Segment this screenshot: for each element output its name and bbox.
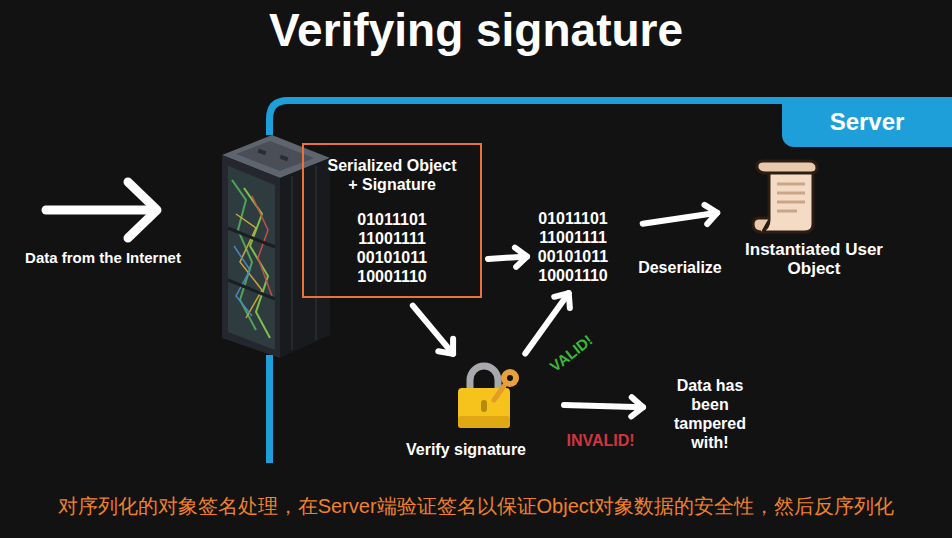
source-label: Data from the Internet [0,248,206,267]
binary-text: 01011101 11001111 00101011 10001110 [352,210,432,286]
edge-label-holder: INVALID! [566,431,634,450]
connector-line [413,306,453,354]
valid-label: VALID! [546,331,596,376]
connector [564,397,643,416]
step-label: Deserialize [638,258,722,277]
arrow-head [704,205,717,224]
shape-rect [258,149,267,155]
server-tab: Server [782,97,952,147]
shape-line [228,280,275,299]
shape-rect [280,155,289,161]
connector-line [564,405,643,407]
invalid-label: INVALID! [566,431,634,450]
edge-label-holder: Deserialize [638,258,722,277]
signed-object-box: Serialized Object + Signature 01011101 11… [302,143,482,298]
shape-line [777,201,805,204]
node-label: Verify signature [388,440,544,459]
shape-line [291,176,293,350]
shape-path [753,218,769,232]
shape-line [315,166,317,340]
node-label: 01011101 11001111 00101011 10001110 [533,209,613,285]
incoming-arrow [46,182,157,238]
shape-polyline [128,182,157,238]
shape-polyline [234,246,252,316]
lock-icon [450,360,526,432]
connector [488,248,527,267]
label-holder: Data from the Internet [0,248,206,267]
shape-line [777,192,805,195]
shape-rect [481,400,487,412]
verify-step: Verify signature [388,360,544,459]
connector [413,306,453,354]
arrow-head [515,248,527,267]
shape-polygon [280,158,330,358]
shape-line [494,386,504,400]
shape-rect [458,416,510,428]
region-title: Server [830,108,905,136]
shape-line [46,206,152,215]
shape-path [266,355,273,463]
node-label: Data has been tampered with! [673,376,747,452]
connector [643,205,718,224]
shape-rect [458,388,510,428]
box-heading: Serialized Object + Signature [324,156,460,194]
server-region: ServerSerialized Object + Signature 01011… [266,97,952,463]
shape-line [777,183,805,186]
node-label: Instantiated User Object [739,240,889,278]
shape-line [777,210,797,213]
shape-line [228,228,275,247]
shape-path [757,161,817,173]
connector-line [525,293,568,353]
tamper-result: Data has been tampered with! [673,376,747,452]
shape-path [761,170,813,232]
server-rack [222,135,330,358]
connector [525,293,570,353]
edge-label-holder: VALID! [546,331,596,376]
shape-circle [507,375,513,381]
shape-circle [501,369,519,387]
user-object: Instantiated User Object [739,158,889,278]
shape-polygon [222,155,280,358]
scroll-icon [747,158,831,238]
shape-polygon [228,166,275,350]
arrow-head [554,293,570,308]
title-holder: Verifying signature [0,4,952,57]
shape-polyline [236,214,262,318]
caption-holder: 对序列化的对象签名处理，在Server端验证签名以保证Object对象数据的安全… [6,492,946,520]
arrow-head [631,397,643,416]
serialized-data: 01011101 11001111 00101011 10001110 [533,209,613,285]
diagram-title: Verifying signature [0,4,952,57]
caption-text: 对序列化的对象签名处理，在Server端验证签名以保证Object对象数据的安全… [6,492,946,520]
arrow-head [438,339,453,354]
